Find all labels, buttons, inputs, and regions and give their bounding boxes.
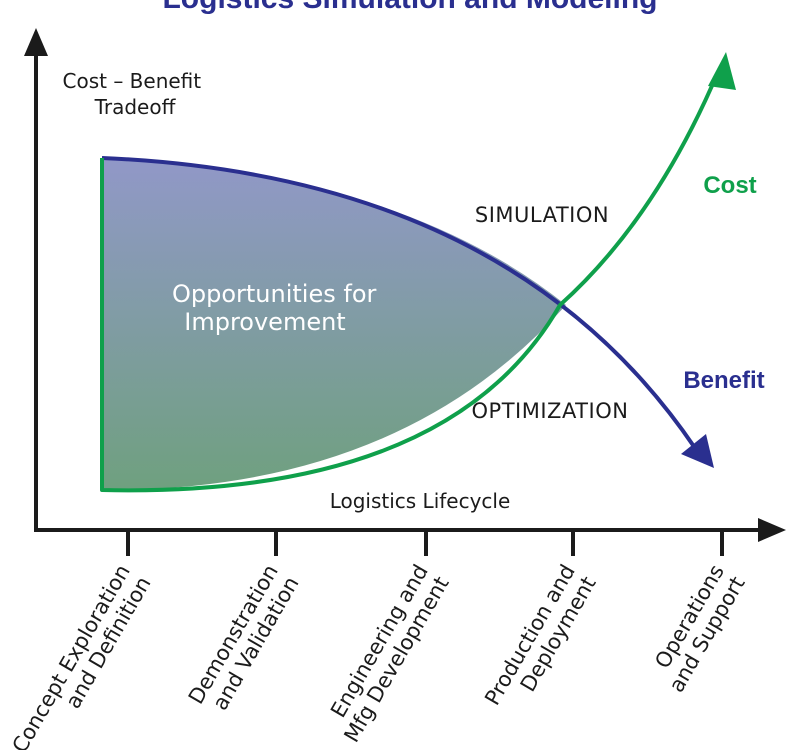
opportunity-region bbox=[102, 158, 566, 491]
y-axis-label-line-2: Tradeoff bbox=[94, 95, 177, 119]
cost-curve-arrowhead bbox=[708, 52, 736, 90]
y-axis-arrowhead bbox=[24, 28, 48, 56]
diagram-title: Logistics Simulation and Modeling bbox=[162, 0, 657, 15]
optimization-label: OPTIMIZATION bbox=[472, 399, 629, 423]
y-axis-label: Cost – Benefit Tradeoff bbox=[63, 69, 208, 119]
phase-label-4: Production andDeployment bbox=[480, 561, 601, 722]
x-axis-label: Logistics Lifecycle bbox=[330, 489, 511, 513]
x-axis-arrowhead bbox=[758, 518, 786, 542]
axes bbox=[24, 28, 786, 542]
cost-series-label: Cost bbox=[703, 172, 756, 199]
cost-curve bbox=[100, 71, 720, 493]
phase-label-2: Demonstrationand Validation bbox=[184, 561, 304, 721]
opportunities-label: Opportunities for Improvement bbox=[172, 280, 384, 336]
benefit-curve-arrowhead bbox=[681, 434, 714, 468]
simulation-label: SIMULATION bbox=[475, 203, 609, 227]
opportunities-label-line-2: Improvement bbox=[184, 308, 345, 336]
phase-label-5: Operationsand Support bbox=[643, 561, 749, 697]
benefit-curve bbox=[101, 156, 697, 450]
opportunities-label-line-1: Opportunities for bbox=[172, 280, 377, 308]
phase-label-3: Engineering andMfg Development bbox=[319, 561, 454, 747]
phase-label-1: Concept Explorationand Definition bbox=[8, 561, 156, 750]
phase-label-1-line-1: Concept Exploration bbox=[8, 561, 135, 750]
benefit-series-label: Benefit bbox=[683, 367, 764, 394]
y-axis-label-line-1: Cost – Benefit bbox=[63, 69, 202, 93]
